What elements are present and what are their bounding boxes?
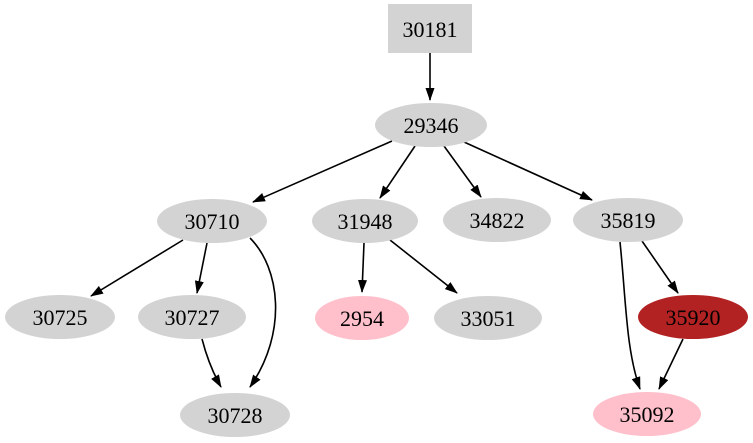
node-30728-ellipse — [180, 393, 290, 437]
edge-layer — [90, 53, 684, 390]
node-30728[interactable]: 30728 — [180, 393, 290, 437]
node-35920-ellipse — [638, 295, 748, 339]
node-34822-label: 34822 — [470, 208, 525, 233]
node-2954-label: 2954 — [340, 306, 384, 331]
node-35092-ellipse — [593, 392, 701, 436]
node-30181-box — [388, 4, 472, 53]
node-30727-ellipse — [138, 295, 246, 339]
edge-31948-33051 — [389, 239, 458, 294]
edge-30710-30725 — [90, 239, 184, 297]
edge-35819-35092 — [619, 241, 641, 390]
node-29346-label: 29346 — [404, 113, 459, 138]
node-35819-ellipse — [573, 198, 683, 242]
node-2954-ellipse — [315, 296, 409, 340]
node-33051-ellipse — [434, 296, 542, 340]
node-layer: 30181 29346 30710 31948 34822 35819 — [5, 4, 748, 437]
edge-29346-30710 — [252, 140, 393, 203]
node-2954[interactable]: 2954 — [315, 296, 409, 340]
node-33051[interactable]: 33051 — [434, 296, 542, 340]
node-29346[interactable]: 29346 — [375, 103, 487, 147]
node-31948[interactable]: 31948 — [312, 199, 418, 243]
node-34822-ellipse — [443, 198, 551, 242]
edge-29346-31948 — [379, 145, 416, 199]
edge-35819-35920 — [641, 240, 679, 294]
node-35092-label: 35092 — [620, 402, 675, 427]
node-30725[interactable]: 30725 — [5, 295, 115, 339]
node-35819-label: 35819 — [601, 208, 656, 233]
edge-30727-30728 — [201, 338, 222, 388]
node-30725-label: 30725 — [33, 305, 88, 330]
node-30728-label: 30728 — [208, 403, 263, 428]
node-30727[interactable]: 30727 — [138, 295, 246, 339]
edge-30710-30728 — [249, 237, 277, 388]
edge-29346-35819 — [463, 141, 593, 201]
node-29346-ellipse — [375, 103, 487, 147]
node-30181[interactable]: 30181 — [388, 4, 472, 53]
node-30725-ellipse — [5, 295, 115, 339]
node-35920-label: 35920 — [666, 305, 721, 330]
node-33051-label: 33051 — [461, 306, 516, 331]
node-30727-label: 30727 — [165, 305, 220, 330]
edge-35920-35092 — [658, 338, 684, 390]
node-31948-ellipse — [312, 199, 418, 243]
edge-29346-34822 — [443, 145, 482, 198]
node-34822[interactable]: 34822 — [443, 198, 551, 242]
node-35920[interactable]: 35920 — [638, 295, 748, 339]
edge-31948-2954 — [357, 242, 367, 293]
node-35819[interactable]: 35819 — [573, 198, 683, 242]
node-30181-label: 30181 — [403, 17, 458, 42]
node-30710-ellipse — [157, 199, 267, 243]
node-30710[interactable]: 30710 — [157, 199, 267, 243]
edge-30710-30727 — [194, 242, 208, 294]
node-35092[interactable]: 35092 — [593, 392, 701, 436]
node-31948-label: 31948 — [338, 209, 393, 234]
node-30710-label: 30710 — [185, 209, 240, 234]
